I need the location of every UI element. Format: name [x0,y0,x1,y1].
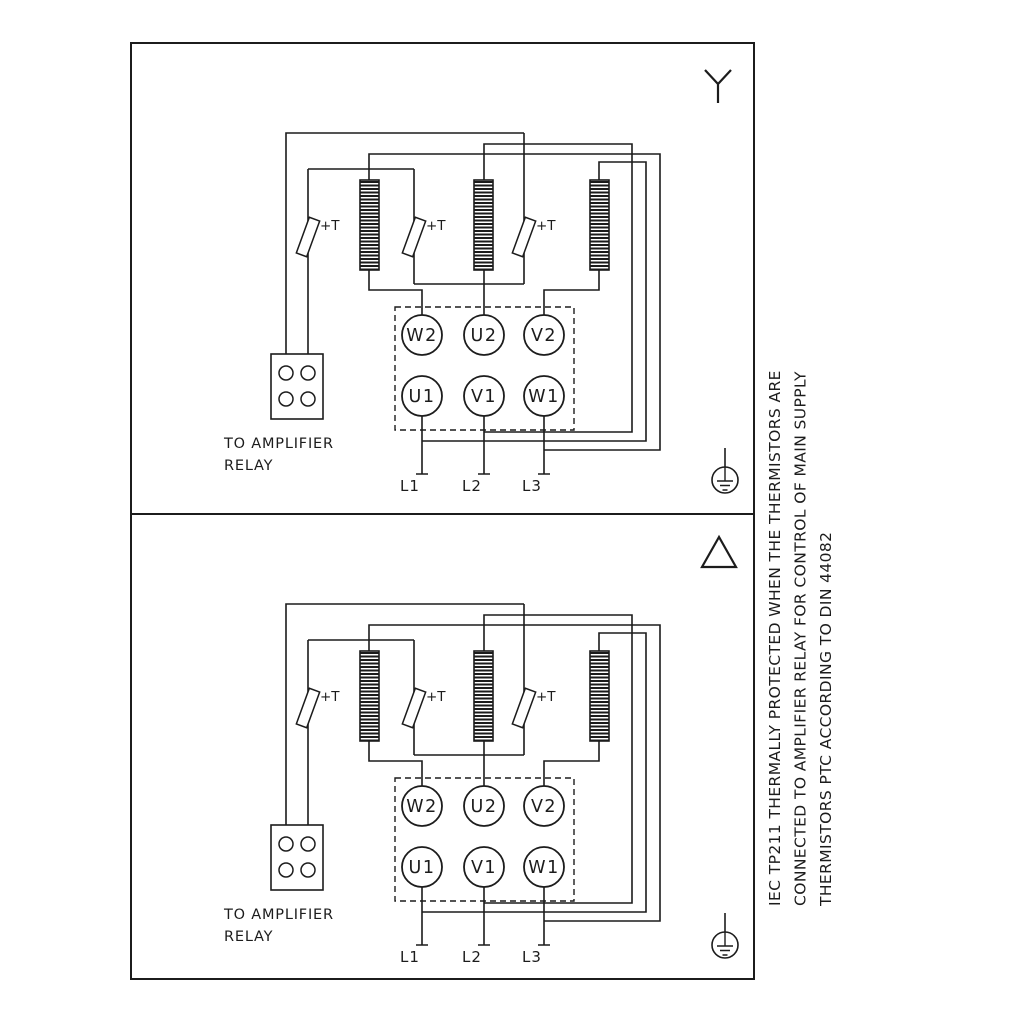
thermistor-icon [511,687,537,729]
motor-winding-2 [473,650,494,742]
side-note-line2: CONNECTED TO AMPLIFIER RELAY FOR CONTROL… [791,371,810,906]
terminal-w2 [401,314,443,356]
relay-terminal [300,862,316,878]
side-note: IEC TP211 THERMALLY PROTECTED WHEN THE T… [763,364,840,906]
thermistor-icon [295,687,321,729]
relay-terminal-block [270,353,324,420]
thermistor-label: +T [426,689,446,705]
star-wiring-diagram: +T +T +T W2 U2 V2 U1 V1 W1 TO AMPLIFIER [223,69,739,495]
thermistor-label: +T [536,218,556,234]
earth-ground-icon [711,448,739,494]
delta-wiring-diagram: +T +T +T W2 U2 V2 U1 V1 W1 TO AMPLIFIER [223,534,739,966]
terminal-label-v1: V1 [471,387,497,407]
terminal-board-outline [394,777,575,902]
delta-connection-icon [700,534,738,569]
thermistor-icon [401,216,427,258]
terminal-v1 [463,846,505,888]
panel-delta-connection: +T +T +T W2 U2 V2 U1 V1 W1 TO AMPLIFIER [132,515,753,977]
relay-terminal [300,836,316,852]
terminal-label-u2: U2 [471,797,498,817]
supply-label-l3: L3 [522,477,542,495]
thermistor-label: +T [536,689,556,705]
terminal-w1 [523,846,565,888]
thermistor-icon [401,687,427,729]
terminal-board-outline [394,306,575,431]
relay-terminal [278,365,294,381]
earth-ground-icon [711,913,739,959]
terminal-u1 [401,846,443,888]
terminal-label-v2: V2 [531,797,557,817]
relay-terminal [300,391,316,407]
relay-label-line2: RELAY [224,929,273,945]
terminal-u2 [463,785,505,827]
thermistor-label: +T [320,689,340,705]
relay-terminal [300,365,316,381]
relay-terminal [278,836,294,852]
terminal-u2 [463,314,505,356]
motor-winding-3 [589,650,610,742]
terminal-label-u2: U2 [471,326,498,346]
thermistor-icon [295,216,321,258]
thermistor-label: +T [320,218,340,234]
relay-label-line1: TO AMPLIFIER [223,436,334,452]
terminal-label-v1: V1 [471,858,497,878]
motor-winding-2 [473,179,494,271]
terminal-v2 [523,314,565,356]
star-connection-icon [704,69,732,103]
thermistor-icon [511,216,537,258]
relay-terminal [278,862,294,878]
terminal-label-w1: W1 [528,858,559,878]
side-note-line3: THERMISTORS PTC ACCORDING TO DIN 44082 [817,531,835,906]
supply-label-l2: L2 [462,477,482,495]
terminal-label-w1: W1 [528,387,559,407]
terminal-v1 [463,375,505,417]
relay-label-line2: RELAY [224,458,273,474]
motor-winding-3 [589,179,610,271]
relay-label-line1: TO AMPLIFIER [223,907,334,923]
terminal-u1 [401,375,443,417]
supply-label-l3: L3 [522,948,542,966]
supply-label-l2: L2 [462,948,482,966]
terminal-label-u1: U1 [409,858,436,878]
terminal-label-w2: W2 [406,797,437,817]
terminal-v2 [523,785,565,827]
supply-label-l1: L1 [400,948,420,966]
motor-winding-1 [359,650,380,742]
terminal-label-v2: V2 [531,326,557,346]
terminal-label-u1: U1 [409,387,436,407]
terminal-w2 [401,785,443,827]
diagram-frame: +T +T +T W2 U2 V2 U1 V1 W1 TO AMPLIFIER [130,42,755,980]
thermistor-label: +T [426,218,446,234]
panel-star-connection: +T +T +T W2 U2 V2 U1 V1 W1 TO AMPLIFIER [132,44,753,515]
relay-terminal-block [270,824,324,891]
relay-terminal [278,391,294,407]
terminal-label-w2: W2 [406,326,437,346]
side-note-line1: IEC TP211 THERMALLY PROTECTED WHEN THE T… [766,370,784,906]
supply-label-l1: L1 [400,477,420,495]
terminal-w1 [523,375,565,417]
motor-winding-1 [359,179,380,271]
